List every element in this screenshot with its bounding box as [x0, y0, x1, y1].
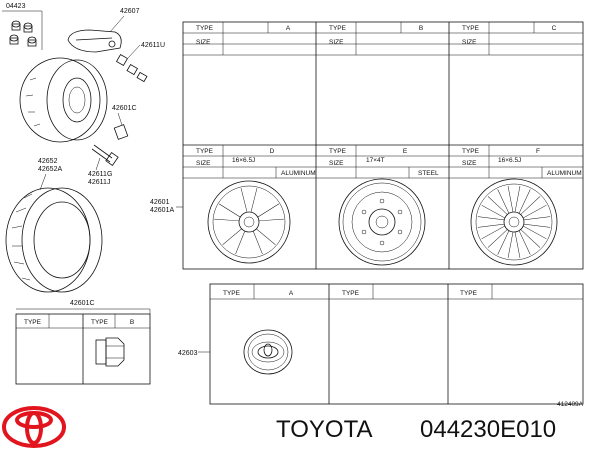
- cap-type-label-3: TYPE: [460, 290, 478, 297]
- size-value-f: 16×6.5J: [498, 157, 521, 164]
- label-42611j: 42611J: [88, 179, 110, 186]
- top-spec-rows: [183, 22, 583, 56]
- cap-type-label-1: TYPE: [223, 290, 241, 297]
- wheel-spec-table: TYPE SIZE A TYPE SIZE B TYPE SIZE C TYPE…: [182, 21, 584, 270]
- size-label-b: SIZE: [329, 39, 344, 46]
- nut-type-label-1: TYPE: [24, 319, 42, 326]
- cap-type-value-a: A: [289, 290, 294, 297]
- label-42601: 42601: [150, 199, 170, 206]
- label-42611g: 42611G: [88, 171, 112, 178]
- size-label-e: SIZE: [329, 160, 344, 167]
- wheel-e-steel: [338, 178, 426, 266]
- wheel-spec-rows: [183, 145, 583, 179]
- bracket-04423: [2, 10, 43, 50]
- wheel-f-aluminum: [470, 178, 558, 266]
- size-label-c: SIZE: [462, 39, 477, 46]
- center-cap-table: TYPE A TYPE TYPE: [209, 283, 584, 405]
- tpms-sensor: [67, 29, 122, 53]
- drawing-code: 412409A: [557, 401, 584, 408]
- type-value-c: C: [552, 25, 557, 32]
- type-label-a: TYPE: [196, 25, 214, 32]
- type-value-a: A: [286, 25, 291, 32]
- type-label-e: TYPE: [329, 148, 347, 155]
- label-04423: 04423: [6, 3, 26, 10]
- size-value-d: 16×6.5J: [232, 157, 255, 164]
- material-d: ALUMINUM: [281, 170, 316, 177]
- lug-nut-table: TYPE TYPE B: [15, 313, 151, 385]
- valve-core-parts: [9, 20, 37, 47]
- type-value-b: B: [419, 25, 423, 32]
- label-42611u: 42611U: [141, 42, 165, 49]
- type-label-c: TYPE: [462, 25, 480, 32]
- label-42601c-top: 42601C: [112, 105, 137, 112]
- nut-type-value-b: B: [130, 319, 134, 326]
- label-42652: 42652: [38, 158, 58, 165]
- label-42652a: 42652A: [38, 166, 62, 173]
- type-value-d: D: [270, 148, 275, 155]
- type-value-f: F: [536, 148, 540, 155]
- material-e: STEEL: [418, 170, 439, 177]
- caption-part-number: 044230E010: [420, 416, 556, 443]
- label-42601c-bottom: 42601C: [70, 300, 95, 307]
- wheel-d-aluminum: [207, 180, 291, 264]
- valve-stem-parts: [115, 53, 148, 83]
- type-label-b: TYPE: [329, 25, 347, 32]
- toyota-logo: [2, 406, 66, 448]
- tire-upper: [19, 57, 108, 143]
- type-value-e: E: [403, 148, 408, 155]
- label-42603: 42603: [178, 350, 198, 357]
- tire-lower: [5, 187, 103, 293]
- type-label-f: TYPE: [462, 148, 480, 155]
- lug-nut-small: [113, 124, 129, 140]
- center-cap: [243, 329, 293, 375]
- label-42601a: 42601A: [150, 207, 174, 214]
- valve-stem-bolt: [91, 144, 119, 166]
- nut-type-label-2: TYPE: [91, 319, 109, 326]
- material-f: ALUMINUM: [547, 170, 582, 177]
- size-value-e: 17×4T: [366, 157, 385, 164]
- caption-brand: TOYOTA: [276, 416, 372, 443]
- label-42607: 42607: [120, 8, 140, 15]
- type-label-d: TYPE: [196, 148, 214, 155]
- cap-type-label-2: TYPE: [342, 290, 360, 297]
- size-label-f: SIZE: [462, 160, 477, 167]
- lug-nut-large: [95, 337, 125, 367]
- size-label-a: SIZE: [196, 39, 211, 46]
- size-label-d: SIZE: [196, 160, 211, 167]
